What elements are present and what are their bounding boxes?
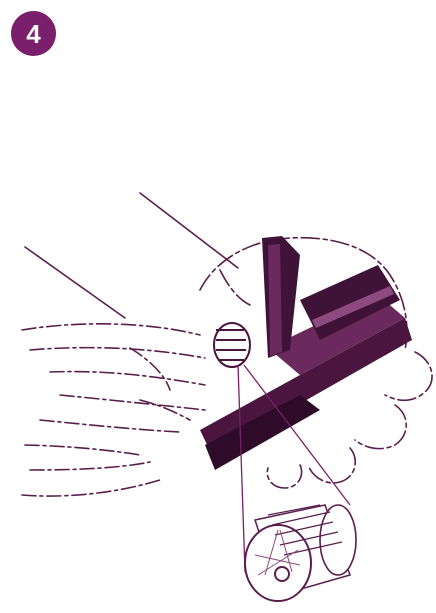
left-hand: [22, 324, 205, 496]
device-body: [200, 236, 412, 470]
pen-stroke-lower: [25, 247, 125, 318]
pen-stroke-upper: [140, 193, 238, 268]
drum-cartridge: [245, 505, 356, 601]
